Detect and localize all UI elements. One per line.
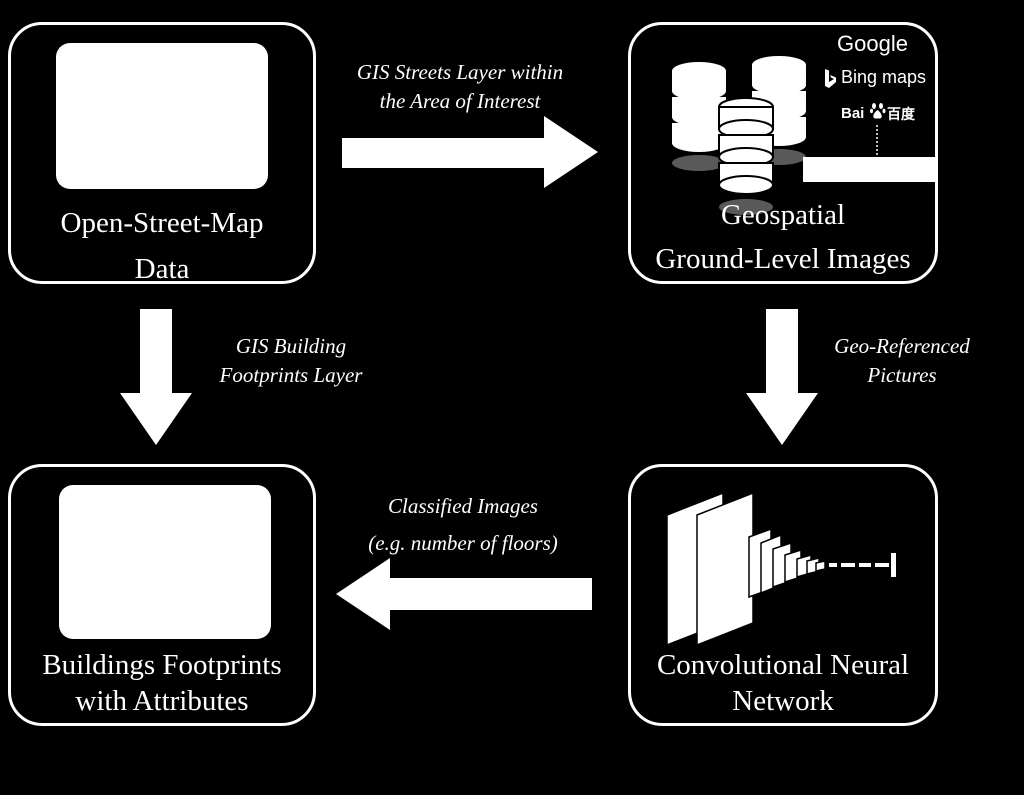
osm-map-image: [56, 43, 268, 189]
node-cnn: Convolutional Neural Network: [628, 464, 938, 726]
osm-label-line1: Open-Street-Map: [60, 207, 264, 239]
node-ground-level-images: Google Bing maps Bai 百度 Geospatial Groun…: [628, 22, 938, 284]
node-osm-data: Open-Street-Map Data: [8, 22, 316, 285]
cnn-label-line2: Network: [732, 685, 834, 717]
osm-label-line2: Data: [134, 253, 190, 285]
baidu-logo: Bai: [841, 105, 865, 122]
streets-label-line2: the Area of Interest: [379, 89, 541, 113]
buildings-label-line1: GIS Building: [235, 334, 347, 358]
google-logo: Google: [837, 31, 908, 56]
bing-maps-logo: Bing maps: [841, 67, 927, 87]
map-strip-image: [803, 157, 935, 182]
arrow-down-buildings: [120, 309, 192, 445]
arrow-down-georef: [746, 309, 818, 445]
georef-label-line2: Pictures: [867, 363, 937, 387]
bing-icon: [825, 69, 836, 88]
classified-label-line1: Classified Images: [388, 494, 538, 518]
buildings-label-line2: Footprints Layer: [219, 363, 363, 387]
georef-label-line1: Geo-Referenced: [834, 334, 970, 358]
cnn-label-line1: Convolutional Neural: [656, 649, 910, 681]
images-label-line2: Ground-Level Images: [655, 243, 911, 275]
images-label-line1: Geospatial: [720, 199, 845, 231]
baidu-paw-icon: [870, 103, 886, 119]
classified-label-line2: (e.g. number of floors): [368, 531, 558, 555]
baidu-chinese-logo: 百度: [887, 106, 915, 122]
arrow-left-classified: [336, 558, 592, 630]
connector-dotted-line: [876, 125, 878, 155]
cnn-layers-icon: [666, 491, 896, 647]
node-building-footprints: Buildings Footprints with Attributes: [8, 464, 316, 726]
footprints-label-line2: with Attributes: [75, 685, 249, 717]
footprints-map-image: [59, 485, 271, 639]
streets-label-line1: GIS Streets Layer within: [356, 60, 564, 84]
arrow-right-streets: [342, 116, 598, 188]
database-cylinders-icon: [672, 56, 806, 215]
footprints-label-line1: Buildings Footprints: [42, 649, 282, 681]
